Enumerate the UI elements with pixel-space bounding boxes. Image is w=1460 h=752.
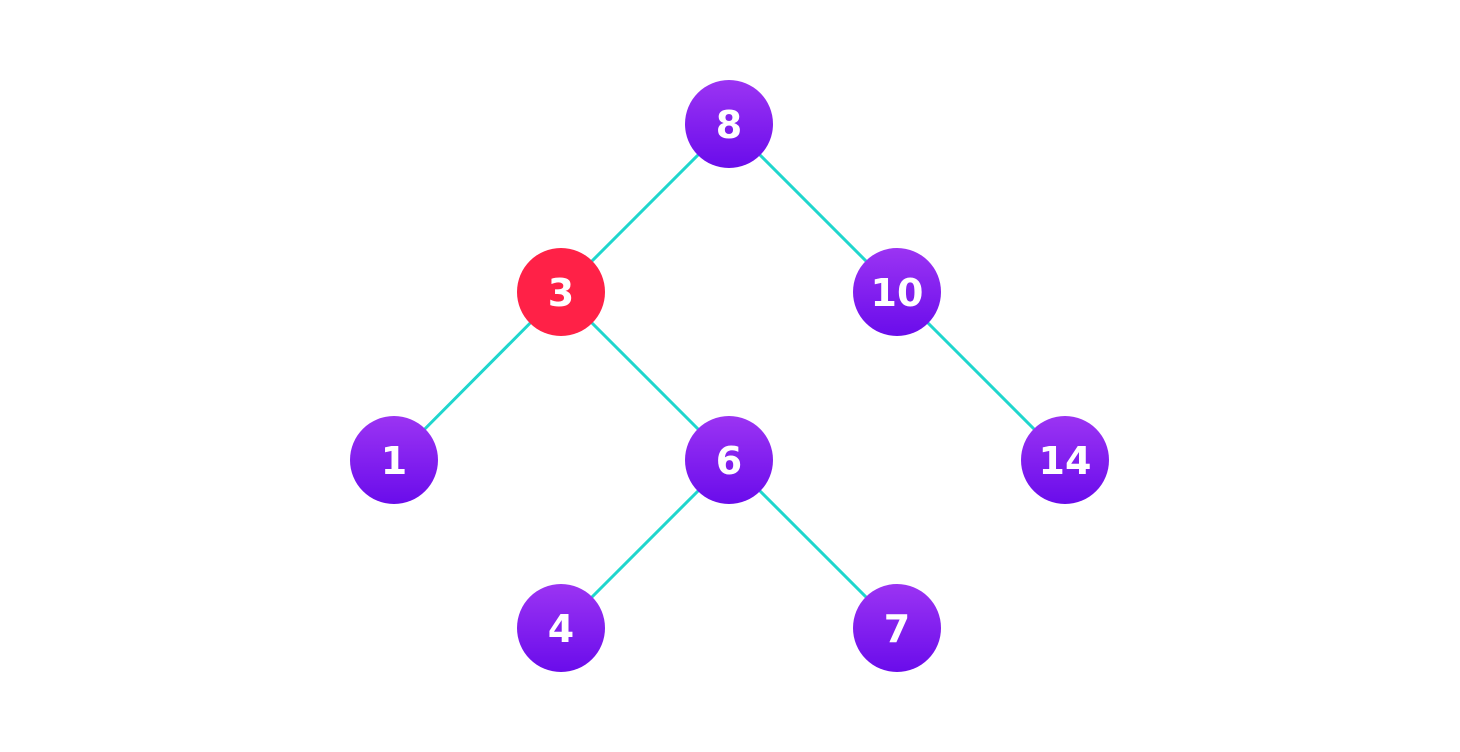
node-circle [853, 584, 941, 672]
node-label: 1 [381, 439, 407, 483]
tree-node-4: 4 [517, 584, 605, 672]
node-circle [350, 416, 438, 504]
edges-layer [392, 122, 1067, 630]
node-circle [853, 248, 941, 336]
node-circle [685, 80, 773, 168]
node-label: 3 [548, 271, 574, 315]
node-circle [517, 584, 605, 672]
node-label: 8 [716, 103, 742, 147]
tree-node-7: 7 [853, 584, 941, 672]
tree-node-1: 1 [350, 416, 438, 504]
node-label: 10 [871, 271, 924, 315]
tree-node-10: 10 [853, 248, 941, 336]
tree-node-14: 14 [1021, 416, 1109, 504]
nodes-layer: 8 3 10 1 6 14 4 7 [350, 80, 1109, 672]
tree-node-8: 8 [685, 80, 773, 168]
node-label: 6 [716, 439, 742, 483]
node-label: 4 [548, 607, 574, 651]
node-circle [1021, 416, 1109, 504]
node-label: 7 [884, 607, 910, 651]
node-label: 14 [1039, 439, 1092, 483]
highlighted-node-circle [517, 248, 605, 336]
tree-node-3: 3 [517, 248, 605, 336]
node-circle [685, 416, 773, 504]
tree-node-6: 6 [685, 416, 773, 504]
